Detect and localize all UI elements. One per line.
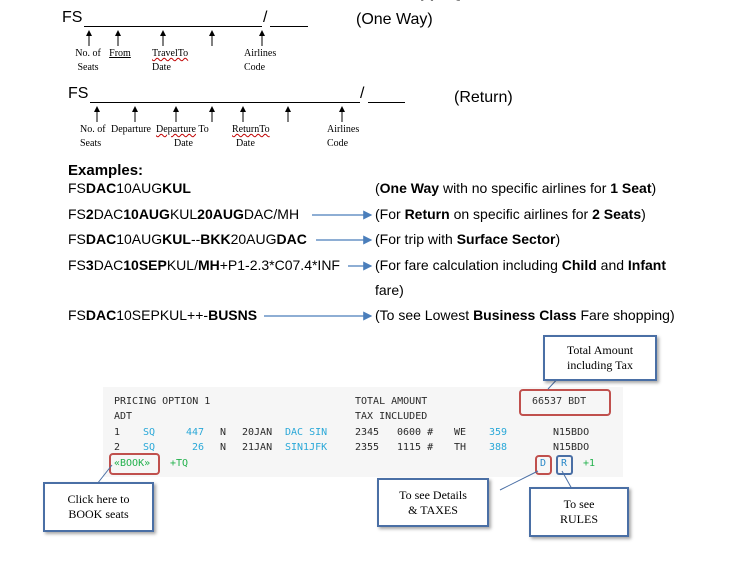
oneway-label: (One Way) (356, 11, 433, 28)
return-underline-1 (90, 102, 360, 103)
oneway-slash: / (263, 9, 268, 26)
example-arrows (264, 210, 373, 321)
example-description-2: (For Return on specific airlines for 2 S… (375, 206, 646, 222)
return-label-departure-date: Departure To Date (156, 124, 209, 149)
example-command-1: FSDAC10AUGKUL (68, 180, 191, 196)
amount-highlight-box (519, 389, 611, 416)
example-command-2: FS2DAC10AUGKUL20AUGDAC/MH (68, 206, 300, 222)
oneway-arrows (86, 30, 265, 46)
segment-1-equipment: 359 (489, 427, 508, 438)
segment-2-flight: 26 (192, 442, 205, 453)
return-arrows (94, 106, 345, 122)
segment-2-arrival: 1115 # (397, 442, 434, 453)
oneway-underline-1 (84, 26, 262, 27)
book-link[interactable]: «BOOK» (114, 458, 151, 469)
segment-2-route: SIN1JFK (285, 442, 328, 453)
segment-1-class: N (220, 427, 227, 438)
segment-2-departure: 2355 (355, 442, 380, 453)
segment-1-number: 1 (114, 427, 121, 438)
segment-1-arrival: 0600 # (397, 427, 434, 438)
example-command-3: FSDAC10AUGKUL--BKK20AUGDAC (68, 231, 307, 247)
example-description-1: (One Way with no specific airlines for 1… (375, 180, 657, 196)
segment-2-equipment: 388 (489, 442, 508, 453)
callout-book-seats: Click here to BOOK seats (43, 482, 154, 532)
oneway-prefix: FS (62, 9, 83, 26)
oneway-underline-2 (270, 26, 308, 27)
callout-rules: To see RULES (529, 487, 629, 537)
callout-details-taxes: To see Details & TAXES (377, 478, 489, 527)
example-command-4: FS3DAC10SEPKUL/MH+P1-2.3*C07.4*INF (68, 257, 340, 273)
terminal-adt: ADT (114, 411, 133, 422)
plus-one-link[interactable]: +1 (583, 458, 596, 469)
oneway-label-from: From (109, 48, 131, 59)
return-prefix: FS (68, 85, 89, 102)
example-command-5: FSDAC10SEPKUL++-BUSNS (68, 307, 258, 323)
book-highlight-box (109, 453, 160, 475)
segment-1-flight: 447 (186, 427, 205, 438)
details-highlight-box (535, 455, 552, 475)
return-label: (Return) (454, 89, 513, 106)
segment-2-class: N (220, 442, 227, 453)
example-description-4-cont: fare) (375, 282, 404, 298)
example-description-3: (For trip with Surface Sector) (375, 231, 561, 247)
example-description-5: (To see Lowest Business Class Fare shopp… (375, 307, 675, 323)
segment-1-route: DAC SIN (285, 427, 328, 438)
terminal-tax-included: TAX INCLUDED (355, 411, 428, 422)
segment-1-date: 20JAN (242, 427, 273, 438)
example-description-4: (For fare calculation including Child an… (375, 257, 667, 273)
examples-heading: Examples: (68, 162, 144, 179)
terminal-amount: 66537 BDT (532, 396, 587, 407)
tq-link[interactable]: +TQ (170, 458, 189, 469)
segment-1-fare-basis: N15BDO (553, 427, 590, 438)
segment-1-departure: 2345 (355, 427, 380, 438)
terminal-total-amount: TOTAL AMOUNT (355, 396, 428, 407)
return-label-departure: Departure (111, 124, 151, 135)
details-link[interactable]: D (540, 458, 547, 469)
segment-1-airline: SQ (143, 427, 156, 438)
segment-2-date: 21JAN (242, 442, 273, 453)
return-underline-2 (368, 102, 405, 103)
terminal-pricing-option: PRICING OPTION 1 (114, 396, 211, 407)
return-slash: / (360, 85, 365, 102)
rules-highlight-box (556, 455, 573, 475)
segment-2-number: 2 (114, 442, 121, 453)
cropped-heading-fragment: pping (420, 0, 460, 2)
segment-2-fare-basis: N15BDO (553, 442, 590, 453)
callout-total-amount: Total Amount including Tax (543, 335, 657, 381)
rules-link[interactable]: R (561, 458, 568, 469)
segment-2-airline: SQ (143, 442, 156, 453)
segment-2-day: TH (454, 442, 467, 453)
segment-1-day: WE (454, 427, 467, 438)
